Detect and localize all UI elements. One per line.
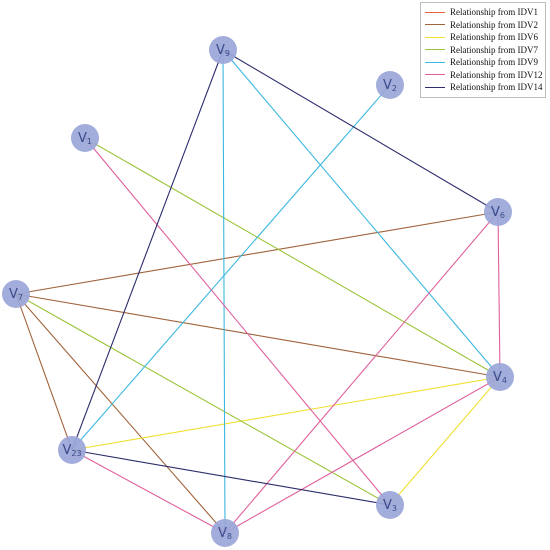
edge-v23-v2: [71, 84, 391, 451]
edge-v23-v4: [71, 376, 501, 451]
edge-v7-v23: [15, 293, 73, 451]
legend-label: Relationship from IDV2: [450, 19, 538, 30]
edge-v23-v8: [71, 449, 226, 534]
edge-v9-v8: [222, 49, 226, 534]
node-v2: V2: [376, 71, 404, 99]
node-label: V2: [383, 78, 397, 93]
legend-item-idv12: Relationship from IDV12: [425, 69, 543, 82]
edge-v8-v6: [224, 211, 499, 534]
node-circle: [209, 36, 237, 64]
node-label: V3: [383, 498, 397, 513]
node-label: V6: [491, 205, 505, 220]
legend-swatch: [425, 74, 445, 76]
edge-v9-v4: [222, 49, 501, 378]
node-circle: [376, 491, 404, 519]
legend-label: Relationship from IDV6: [450, 32, 538, 43]
node-label: V1: [78, 131, 92, 146]
node-label: V8: [218, 526, 232, 541]
edge-v7-v6: [15, 211, 499, 295]
legend-item-idv9: Relationship from IDV9: [425, 56, 541, 69]
edge-v7-v3: [15, 293, 391, 506]
node-circle: [71, 124, 99, 152]
legend-swatch: [425, 86, 445, 88]
legend-item-idv14: Relationship from IDV14: [425, 81, 543, 94]
node-v6: V6: [484, 198, 512, 226]
legend-label: Relationship from IDV7: [450, 44, 538, 55]
edge-v23-v3: [71, 449, 391, 506]
node-circle: [376, 71, 404, 99]
node-v7: V7: [2, 280, 30, 308]
node-circle: [58, 436, 86, 464]
node-label: V9: [216, 43, 230, 58]
node-v8: V8: [211, 519, 239, 547]
node-v3: V3: [376, 491, 404, 519]
legend: Relationship from IDV1 Relationship from…: [420, 2, 546, 98]
legend-swatch: [425, 24, 445, 26]
node-v9: V9: [209, 36, 237, 64]
node-label: V23: [62, 443, 81, 458]
legend-swatch: [425, 49, 445, 51]
legend-item-idv1: Relationship from IDV1: [425, 6, 541, 19]
edge-v6-v4: [497, 211, 501, 378]
edge-v23-v9: [71, 49, 224, 451]
legend-swatch: [425, 36, 445, 38]
legend-item-idv7: Relationship from IDV7: [425, 44, 541, 57]
edge-v7-v4: [15, 293, 501, 378]
edge-v6-v9: [222, 49, 499, 213]
legend-item-idv6: Relationship from IDV6: [425, 31, 541, 44]
legend-label: Relationship from IDV12: [450, 69, 543, 80]
legend-swatch: [425, 61, 445, 63]
legend-label: Relationship from IDV14: [450, 82, 543, 93]
edge-v7-v8: [15, 293, 226, 534]
edge-v1-v4: [84, 137, 501, 378]
node-circle: [484, 198, 512, 226]
node-circle: [486, 363, 514, 391]
legend-label: Relationship from IDV1: [450, 7, 538, 18]
node-v1: V1: [71, 124, 99, 152]
legend-swatch: [425, 11, 445, 13]
edge-v4-v3: [389, 376, 501, 506]
node-circle: [211, 519, 239, 547]
node-label: V7: [9, 287, 23, 302]
node-circle: [2, 280, 30, 308]
edge-v8-v4: [224, 376, 501, 534]
node-label: V4: [493, 370, 507, 385]
legend-label: Relationship from IDV9: [450, 57, 538, 68]
node-v23: V23: [58, 436, 86, 464]
legend-item-idv2: Relationship from IDV2: [425, 19, 541, 32]
edge-v1-v3: [84, 137, 391, 506]
edges-layer: [15, 49, 501, 534]
node-v4: V4: [486, 363, 514, 391]
